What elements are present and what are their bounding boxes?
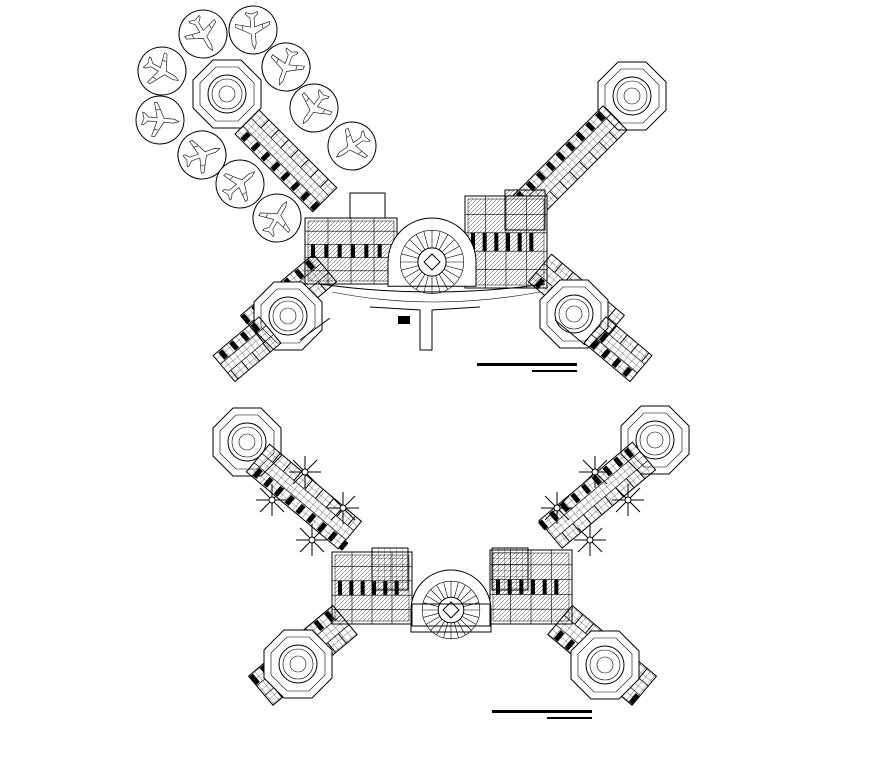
- lower-bottom-left-rotunda: [263, 629, 333, 699]
- jet-bridge-3: [326, 491, 360, 525]
- upper-curbside-line-2: [331, 291, 541, 303]
- upper-left-end-pier: [212, 316, 282, 383]
- jet-bridge-4: [295, 523, 329, 557]
- upper-approach-marker: [398, 316, 410, 324]
- upper-plan: [128, 0, 667, 383]
- upper-left-annex: [349, 192, 386, 219]
- lower-plan: [212, 405, 690, 719]
- jet-bridge-5: [578, 455, 612, 489]
- upper-right-annex: [504, 189, 546, 231]
- upper-scale-bar: [477, 363, 577, 372]
- lower-upper-left-pier: [245, 443, 363, 551]
- jet-bridge-7: [540, 491, 574, 525]
- upper-left-pier: [234, 109, 338, 213]
- lower-scale-bar: [492, 710, 592, 719]
- aircraft-7: [133, 93, 187, 147]
- jet-bridge-1: [288, 455, 322, 489]
- upper-apron-edge-left: [299, 317, 331, 341]
- upper-approach-road: [369, 306, 481, 351]
- lower-left-annex: [371, 547, 409, 591]
- upper-right-end-pier: [583, 316, 653, 383]
- jet-bridge-6: [611, 483, 645, 517]
- lower-upper-right-pier: [538, 441, 657, 549]
- jet-bridge-8: [573, 523, 607, 557]
- upper-apron-edge-right: [554, 319, 586, 346]
- upper-central-hub: [387, 217, 477, 294]
- lower-central-hub: [410, 569, 492, 640]
- lower-right-annex: [491, 547, 529, 591]
- lower-connector: [411, 603, 491, 627]
- upper-curbside-line: [319, 283, 546, 293]
- jet-bridge-2: [255, 483, 289, 517]
- lower-bottom-right-rotunda: [570, 630, 640, 700]
